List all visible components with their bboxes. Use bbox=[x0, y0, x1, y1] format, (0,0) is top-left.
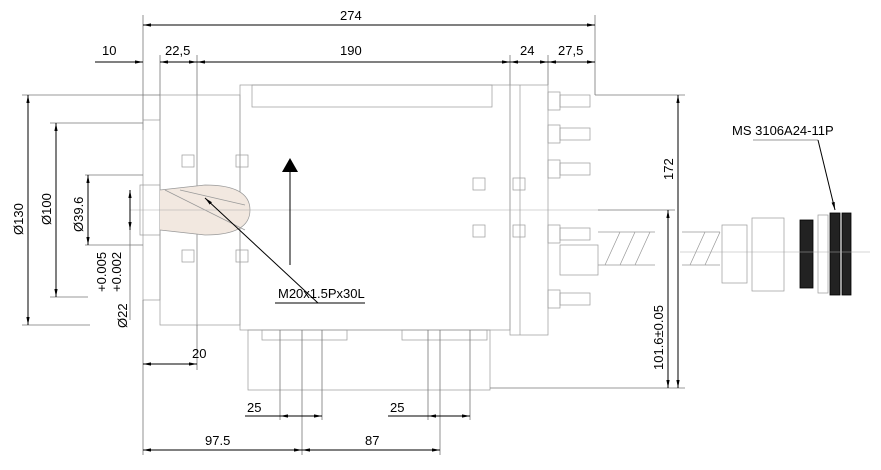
right-dimensions bbox=[490, 94, 685, 389]
dim-25-left: 25 bbox=[247, 400, 261, 415]
dim-172: 172 bbox=[661, 158, 676, 180]
dim-27-5: 27,5 bbox=[558, 43, 583, 58]
dim-190: 190 bbox=[340, 43, 362, 58]
spindle-body bbox=[130, 84, 600, 391]
dim-25-right: 25 bbox=[390, 400, 404, 415]
dim-dia-130: Ø130 bbox=[11, 203, 26, 235]
left-dimensions bbox=[22, 94, 160, 326]
dim-274: 274 bbox=[340, 8, 362, 23]
cable bbox=[598, 231, 721, 266]
dim-dia-22-tol-lower: +0.002 bbox=[109, 252, 124, 292]
thread-leader bbox=[204, 197, 319, 304]
dim-22-5: 22,5 bbox=[165, 43, 190, 58]
dim-10: 10 bbox=[102, 43, 116, 58]
top-dimensions bbox=[95, 15, 596, 130]
coolant-fittings bbox=[547, 91, 599, 309]
bottom-dimensions bbox=[142, 300, 471, 455]
ms-connector bbox=[680, 139, 870, 296]
dim-101-6: 101.6±0.05 bbox=[651, 305, 666, 370]
dim-97-5: 97.5 bbox=[205, 433, 230, 448]
dim-dia-39-6: Ø39.6 bbox=[71, 197, 86, 232]
dim-24: 24 bbox=[520, 43, 534, 58]
dim-dia-22-tol-upper: +0.005 bbox=[94, 252, 109, 292]
dim-dia-100: Ø100 bbox=[39, 193, 54, 225]
connector-callout: MS 3106A24-11P bbox=[732, 123, 834, 138]
thread-callout: M20x1.5Px30L bbox=[278, 286, 365, 301]
dim-dia-22: Ø22 bbox=[115, 303, 130, 328]
dim-87: 87 bbox=[365, 433, 379, 448]
dim-20: 20 bbox=[192, 346, 206, 361]
